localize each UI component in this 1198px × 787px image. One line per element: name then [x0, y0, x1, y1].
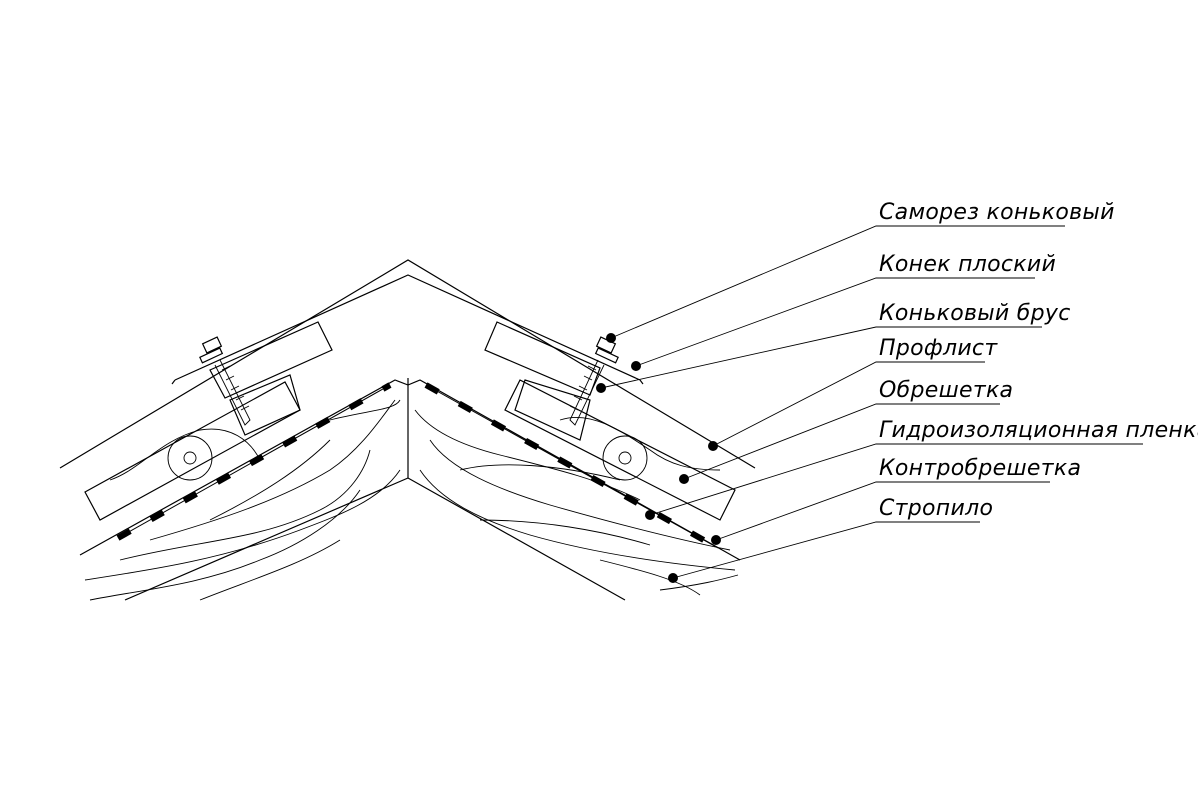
callout-dot-plenka [645, 510, 655, 520]
callout-label-obreshetka: Обрешетка [879, 378, 1013, 403]
rafters [79, 378, 741, 601]
callout-dot-brus [596, 383, 606, 393]
callout-labels: Саморез коньковый Конек плоский Коньковы… [879, 200, 1198, 521]
callout-dot-obreshetka [679, 474, 689, 484]
battens [109, 374, 721, 481]
callout-label-kontrobreshetka: Контробрешетка [879, 456, 1081, 481]
flat-ridge [171, 274, 644, 385]
callout-label-proflist: Профлист [879, 336, 998, 361]
callout-dot-samorez [606, 333, 616, 343]
profiled-sheet [59, 259, 756, 469]
callout-label-samorez: Саморез коньковый [879, 200, 1115, 225]
callout-label-brus: Коньковый брус [879, 301, 1071, 326]
ridge-screw-left [199, 336, 251, 426]
waterproof-film [116, 382, 720, 551]
callout-dot-kontrobreshetka [711, 535, 721, 545]
callout-dot-stropilo [668, 573, 678, 583]
ridge-beams [209, 321, 601, 399]
callout-label-plenka: Гидроизоляционная пленка [879, 418, 1198, 443]
callout-label-konek: Конек плоский [879, 252, 1056, 277]
callout-label-stropilo: Стропило [879, 496, 993, 521]
callout-leaders [596, 225, 1143, 583]
callout-dot-konek [631, 361, 641, 371]
callout-dot-proflist [708, 441, 718, 451]
